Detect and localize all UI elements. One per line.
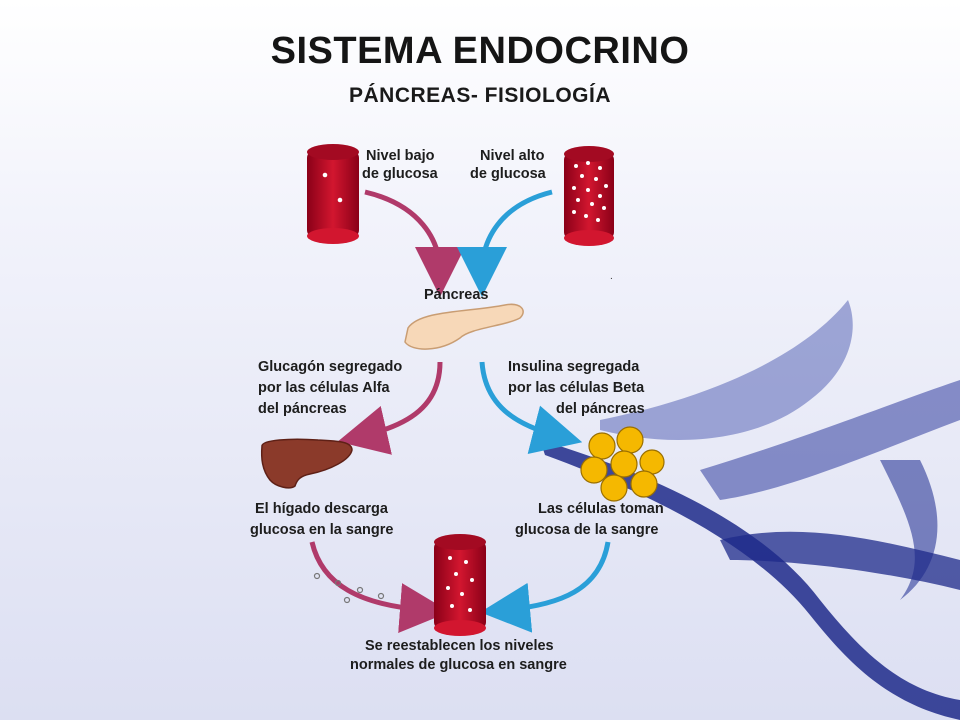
high-glucose-vessel (564, 146, 614, 246)
slide-subtitle: PÁNCREAS- FISIOLOGÍA (348, 84, 611, 107)
liver-illustration (260, 438, 353, 489)
normal-glucose-vessel (434, 534, 486, 636)
insulin-label-2: por las células Beta (508, 380, 645, 396)
pancreas-illustration (404, 303, 524, 350)
cells-label-2: glucosa de la sangre (515, 522, 658, 538)
glucagon-label-3: del páncreas (258, 401, 347, 417)
arrow-pancreas-to-liver (337, 361, 443, 455)
pancreas-label: Páncreas (424, 287, 489, 303)
low-glucose-vessel (307, 144, 359, 244)
high-glucose-label-2: de glucosa (470, 166, 547, 182)
glucagon-label-2: por las células Alfa (258, 380, 391, 396)
arrow-liver-to-normal (309, 541, 450, 634)
cells-label-1: Las células toman (538, 501, 664, 517)
low-glucose-label-2: de glucosa (362, 166, 439, 182)
normal-label-1: Se reestablecen los niveles (365, 638, 554, 654)
arrow-high-to-pancreas (457, 189, 553, 297)
liver-label-1: El hígado descarga (255, 501, 389, 517)
glucose-particles (313, 572, 385, 604)
insulin-label-3: del páncreas (556, 401, 645, 417)
liver-label-2: glucosa en la sangre (250, 522, 393, 538)
slide-title: SISTEMA ENDOCRINO (270, 30, 690, 72)
glucagon-label-1: Glucagón segregado (258, 359, 402, 375)
normal-label-2: normales de glucosa en sangre (350, 657, 567, 673)
low-glucose-label-1: Nivel bajo (366, 148, 435, 164)
stray-dot: . (610, 271, 613, 282)
arrow-pancreas-to-cells (479, 361, 583, 455)
arrow-cells-to-normal (480, 541, 611, 633)
fat-cells-illustration (580, 426, 665, 502)
arrow-low-to-pancreas (364, 189, 465, 297)
high-glucose-label-1: Nivel alto (480, 148, 545, 164)
insulin-label-1: Insulina segregada (508, 359, 640, 375)
